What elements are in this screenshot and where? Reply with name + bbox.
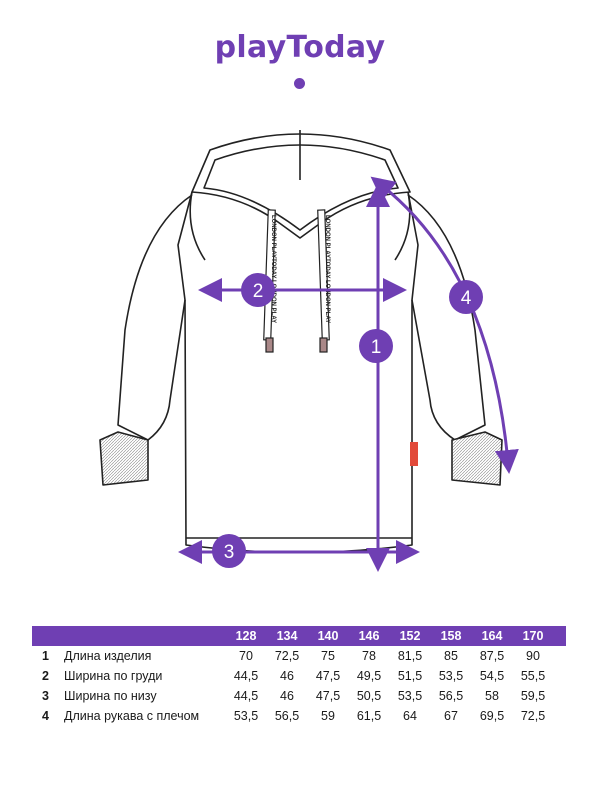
svg-text:4: 4 bbox=[461, 288, 472, 309]
table-row: 1 Длина изделия 70 72,5 75 78 81,5 85 87… bbox=[32, 646, 566, 666]
table-cell: 56,5 bbox=[438, 689, 464, 703]
table-cell: 67 bbox=[444, 709, 458, 723]
hoodie-outline bbox=[99, 130, 503, 554]
table-cell: 64 bbox=[403, 709, 417, 723]
size-header: 164 bbox=[481, 629, 503, 643]
left-sleeve bbox=[117, 194, 193, 441]
size-header: 158 bbox=[440, 629, 462, 643]
table-row: 3 Ширина по низу 44,5 46 47,5 50,5 53,5 … bbox=[32, 686, 566, 706]
table-cell: 47,5 bbox=[315, 669, 341, 683]
table-cell: 53,5 bbox=[438, 669, 464, 683]
table-cell: 44,5 bbox=[233, 689, 259, 703]
brand-logo: playToday bbox=[214, 30, 386, 65]
garment-diagram: LONDON PLAYTODAY LONDON PLAY LONDON PLAY… bbox=[99, 130, 519, 572]
body bbox=[177, 191, 419, 554]
table-cell: 59 bbox=[321, 709, 335, 723]
table-cell: 54,5 bbox=[479, 669, 505, 683]
left-armhole bbox=[189, 191, 206, 261]
table-cell: 46 bbox=[280, 689, 294, 703]
row-label: Ширина по груди bbox=[64, 669, 163, 683]
table-cell: 78 bbox=[362, 649, 376, 663]
svg-text:2: 2 bbox=[253, 281, 264, 302]
row-number: 3 bbox=[42, 689, 49, 703]
table-cell: 53,5 bbox=[233, 709, 259, 723]
marker-1: 1 bbox=[359, 329, 393, 363]
table-cell: 55,5 bbox=[520, 669, 546, 683]
table-cell: 56,5 bbox=[274, 709, 300, 723]
table-cell: 61,5 bbox=[356, 709, 382, 723]
table-cell: 50,5 bbox=[356, 689, 382, 703]
measure-line-4 bbox=[370, 176, 519, 474]
table-cell: 90 bbox=[526, 649, 540, 663]
hood-inner bbox=[203, 144, 399, 231]
size-table-header: 128 134 140 146 152 158 164 170 bbox=[32, 626, 566, 646]
table-cell: 87,5 bbox=[479, 649, 505, 663]
left-cuff bbox=[99, 431, 149, 486]
measure-lines bbox=[178, 176, 519, 572]
size-header: 170 bbox=[522, 629, 544, 643]
marker-4: 4 bbox=[449, 280, 483, 314]
row-label: Длина рукава с плечом bbox=[64, 709, 200, 723]
table-cell: 47,5 bbox=[315, 689, 341, 703]
table-cell: 75 bbox=[321, 649, 335, 663]
table-row: 4 Длина рукава с плечом 53,5 56,5 59 61,… bbox=[32, 706, 566, 726]
marker-3: 3 bbox=[212, 534, 246, 568]
drawstring-text-right: LONDON PLAYTODAY LONDON PLAY bbox=[324, 215, 330, 323]
size-header: 146 bbox=[358, 629, 380, 643]
table-cell: 51,5 bbox=[397, 669, 423, 683]
row-number: 2 bbox=[42, 669, 49, 683]
table-cell: 44,5 bbox=[233, 669, 259, 683]
right-sleeve bbox=[407, 194, 486, 441]
table-cell: 72,5 bbox=[274, 649, 300, 663]
table-cell: 46 bbox=[280, 669, 294, 683]
table-row: 2 Ширина по груди 44,5 46 47,5 49,5 51,5… bbox=[32, 666, 566, 686]
svg-text:3: 3 bbox=[224, 542, 235, 563]
table-cell: 85 bbox=[444, 649, 458, 663]
table-cell: 53,5 bbox=[397, 689, 423, 703]
svg-text:1: 1 bbox=[371, 337, 382, 358]
drawstrings bbox=[263, 209, 330, 353]
row-number: 1 bbox=[42, 649, 49, 663]
table-cell: 59,5 bbox=[520, 689, 546, 703]
size-table: 128 134 140 146 152 158 164 170 1 Длина … bbox=[32, 626, 566, 726]
drawstring-text-left: LONDON PLAYTODAY LONDON PLAY bbox=[270, 215, 276, 323]
brand-tag bbox=[410, 442, 418, 466]
size-header: 134 bbox=[276, 629, 298, 643]
size-header: 128 bbox=[235, 629, 257, 643]
table-cell: 58 bbox=[485, 689, 499, 703]
table-cell: 81,5 bbox=[397, 649, 423, 663]
table-cell: 72,5 bbox=[520, 709, 546, 723]
marker-2: 2 bbox=[241, 273, 275, 307]
logo-dot bbox=[294, 78, 305, 89]
right-cuff bbox=[451, 431, 503, 486]
table-cell: 49,5 bbox=[356, 669, 382, 683]
size-header: 152 bbox=[399, 629, 421, 643]
row-number: 4 bbox=[42, 709, 49, 723]
table-cell: 69,5 bbox=[479, 709, 505, 723]
row-label: Длина изделия bbox=[64, 649, 152, 663]
table-cell: 70 bbox=[239, 649, 253, 663]
row-label: Ширина по низу bbox=[64, 689, 157, 703]
size-header: 140 bbox=[317, 629, 339, 643]
